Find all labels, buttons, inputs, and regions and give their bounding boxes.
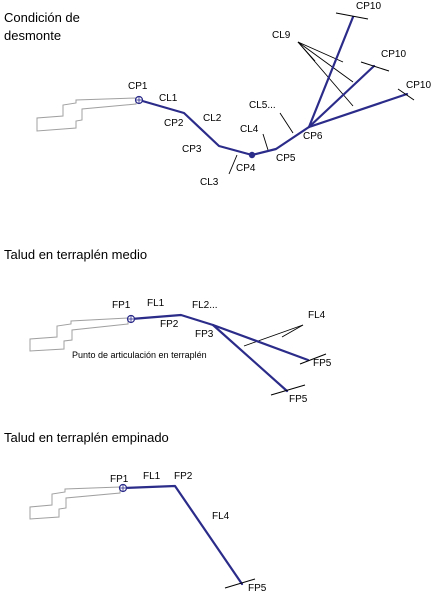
label-fp1: FP1 bbox=[110, 474, 129, 485]
cl9-leader bbox=[297, 41, 316, 62]
fp5-tick bbox=[270, 384, 306, 396]
label-fl1: FL1 bbox=[147, 298, 165, 309]
label-fp5-upper: FP5 bbox=[313, 358, 332, 369]
road-section bbox=[29, 317, 129, 352]
label-fp5: FP5 bbox=[248, 583, 267, 594]
cp10-tick bbox=[335, 12, 369, 20]
cl4-leader bbox=[262, 133, 269, 151]
label-fp2: FP2 bbox=[174, 471, 193, 482]
fp5-tick bbox=[299, 353, 327, 365]
road-section bbox=[29, 486, 121, 520]
cut-panel: Condición de desmonte CP1 CL1 CP2 CL2 CP… bbox=[4, 1, 431, 188]
label-fp5-lower: FP5 bbox=[289, 394, 308, 405]
fp5-tick bbox=[224, 578, 256, 589]
label-fl4: FL4 bbox=[212, 511, 230, 522]
label-cl3: CL3 bbox=[200, 177, 219, 188]
label-cp10-mid: CP10 bbox=[381, 49, 406, 60]
cp4-marker bbox=[248, 151, 256, 159]
label-cp1: CP1 bbox=[128, 81, 148, 92]
label-cp10-right: CP10 bbox=[406, 80, 431, 91]
cut-slope-branch bbox=[307, 92, 409, 129]
steep-fill-panel: Talud en terraplén empinado FP1 FL1 FP2 … bbox=[4, 430, 267, 594]
cut-slope-line bbox=[137, 98, 311, 157]
label-cl1: CL1 bbox=[159, 93, 178, 104]
cp10-tick bbox=[397, 88, 415, 101]
label-cl4: CL4 bbox=[240, 124, 259, 135]
label-cl2: CL2 bbox=[203, 113, 222, 124]
label-cl5: CL5... bbox=[249, 100, 276, 111]
label-cp3: CP3 bbox=[182, 144, 202, 155]
label-cp5: CP5 bbox=[276, 153, 296, 164]
label-fl4: FL4 bbox=[308, 310, 326, 321]
medium-fill-panel: Talud en terraplén medio FP1 FL1 FP2 FL2… bbox=[4, 247, 332, 405]
steep-fill-slope-line bbox=[121, 484, 244, 586]
cl5-leader bbox=[279, 112, 294, 134]
label-cl9: CL9 bbox=[272, 30, 291, 41]
road-section bbox=[36, 97, 137, 132]
label-cp4: CP4 bbox=[236, 163, 256, 174]
fl4-leader bbox=[243, 324, 304, 347]
label-fp1: FP1 bbox=[112, 300, 131, 311]
cut-slope-branch bbox=[307, 15, 355, 129]
label-fl1: FL1 bbox=[143, 471, 161, 482]
cut-heading-line2: desmonte bbox=[4, 28, 61, 43]
medium-fill-slope-line bbox=[129, 313, 310, 362]
label-cp10-top: CP10 bbox=[356, 1, 381, 12]
hinge-point-label: Punto de articulación en terraplén bbox=[72, 350, 207, 360]
cl3-leader bbox=[228, 154, 238, 175]
cl9-leader bbox=[297, 41, 354, 83]
steep-fill-heading: Talud en terraplén empinado bbox=[4, 430, 169, 445]
medium-fill-slope-branch bbox=[211, 323, 289, 393]
label-fp3: FP3 bbox=[195, 329, 214, 340]
label-cp6: CP6 bbox=[303, 131, 323, 142]
label-fp2: FP2 bbox=[160, 319, 179, 330]
fl4-leader bbox=[281, 324, 304, 338]
label-fl2: FL2... bbox=[192, 300, 218, 311]
cut-slope-branch bbox=[307, 64, 376, 129]
cp10-tick bbox=[360, 61, 390, 72]
medium-fill-heading: Talud en terraplén medio bbox=[4, 247, 147, 262]
cut-heading-line1: Condición de bbox=[4, 10, 80, 25]
label-cp2: CP2 bbox=[164, 118, 184, 129]
